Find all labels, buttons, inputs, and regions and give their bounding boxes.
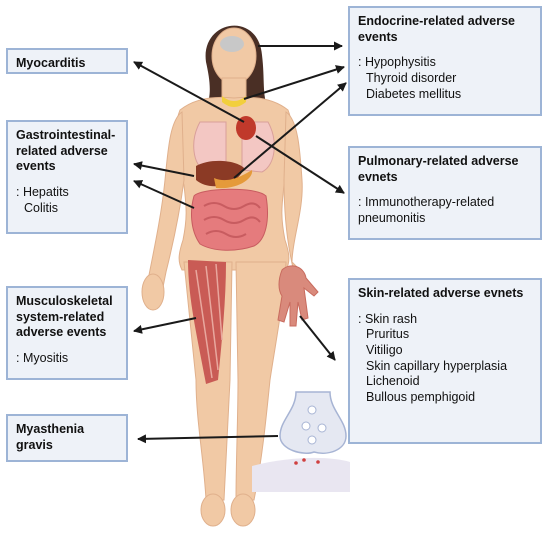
myocarditis-box: Myocarditis: [6, 48, 128, 74]
arrow-endocrine-2: [243, 65, 345, 100]
endocrine-box: Endocrine-related adverse events Hypophy…: [348, 6, 542, 116]
box-item: Lichenoid: [366, 374, 420, 389]
box-title: Myocarditis: [16, 56, 86, 70]
box-item: Skin capillary hyperplasia: [366, 358, 508, 373]
arrow-pulmonary: [255, 135, 345, 194]
box-item: Diabetes mellitus: [366, 86, 462, 101]
box-item: Bullous pemphigoid: [366, 389, 476, 404]
myasthenia-box: Myasthenia gravis: [6, 414, 128, 462]
arrow-myasthenia: [137, 434, 279, 444]
box-title: Pulmonary-related adverse evnets: [358, 154, 519, 184]
thyroid: [222, 96, 246, 107]
box-title: Musculoskeletal system-related adverse e…: [16, 294, 113, 340]
box-item: Skin rash: [358, 312, 532, 328]
box-item: Thyroid disorder: [366, 70, 457, 85]
intestines: [191, 188, 268, 251]
arrow-endocrine-3: [233, 82, 347, 179]
musculo-box: Musculoskeletal system-related adverse e…: [6, 286, 128, 380]
box-item: Hypophysitis: [358, 55, 532, 71]
arrow-gi-1: [133, 161, 195, 177]
rash-hand: [277, 265, 319, 327]
box-item: Immunotherapy-related pneumonitis: [358, 195, 532, 226]
arrow-musculo: [133, 317, 197, 334]
neuromuscular-junction: [279, 391, 347, 454]
pulmonary-box: Pulmonary-related adverse evnets Immunot…: [348, 146, 542, 240]
skin-box: Skin-related adverse evnets Skin rash Pr…: [348, 278, 542, 444]
box-item: Myositis: [16, 351, 118, 367]
box-title: Endocrine-related adverse events: [358, 14, 516, 44]
box-item: Pruritus: [366, 327, 410, 342]
arrow-gi-2: [133, 180, 195, 209]
box-title: Myasthenia gravis: [16, 422, 85, 452]
box-title: Skin-related adverse evnets: [358, 286, 524, 300]
pancreas: [214, 170, 253, 189]
box-item: Vitiligo: [366, 342, 403, 357]
arrow-myocarditis: [133, 61, 245, 123]
brain: [220, 36, 244, 52]
box-item: Hepatits: [16, 185, 118, 201]
heart: [236, 116, 256, 140]
box-item: Colitis: [24, 200, 59, 215]
arrow-skin: [299, 315, 336, 361]
gi-box: Gastrointestinal-related adverse events …: [6, 120, 128, 234]
box-title: Gastrointestinal-related adverse events: [16, 128, 116, 174]
